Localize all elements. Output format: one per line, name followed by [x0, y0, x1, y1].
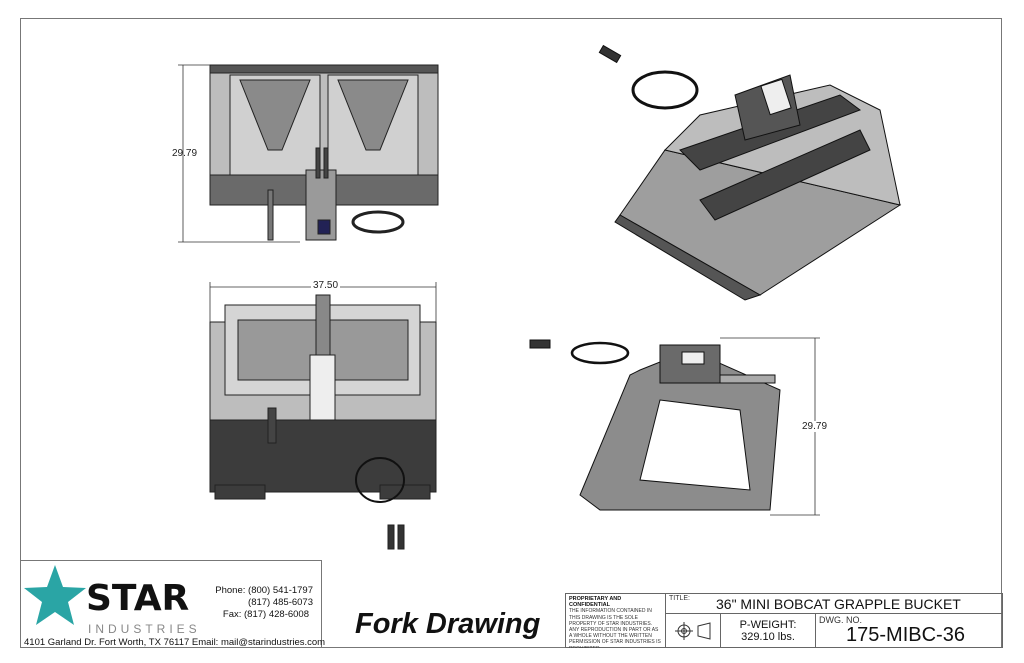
- top-view: [209, 294, 437, 550]
- drawing-frame: [20, 18, 1002, 648]
- dwg-number: 175-MIBC-36: [846, 624, 965, 646]
- front-view: [209, 64, 439, 241]
- front-height-dimension: [178, 64, 300, 243]
- title-cell: TITLE: 36" MINI BOBCAT GRAPPLE BUCKET: [666, 594, 1003, 614]
- proprietary-notice: PROPRIETARY AND CONFIDENTIAL THE INFORMA…: [566, 594, 666, 648]
- address: 4101 Garland Dr. Fort Worth, TX 76117 Em…: [24, 637, 326, 648]
- weight-label: P-WEIGHT:: [739, 619, 797, 631]
- company-name: STAR: [86, 578, 190, 619]
- third-angle-projection-icon: [675, 622, 711, 640]
- weight-cell: P-WEIGHT: 329.10 lbs.: [721, 614, 816, 648]
- title-block: PROPRIETARY AND CONFIDENTIAL THE INFORMA…: [565, 593, 1003, 648]
- proprietary-heading: PROPRIETARY AND CONFIDENTIAL: [569, 596, 622, 609]
- side-view: [529, 339, 781, 511]
- phone-1: Phone: (800) 541-1797: [215, 585, 313, 596]
- company-logo-block: STAR INDUSTRIES Phone: (800) 541-1797 (8…: [20, 560, 326, 648]
- weight-value: 329.10 lbs.: [741, 631, 795, 643]
- fax: Fax: (817) 428-6008: [222, 609, 309, 620]
- drawing-title: 36" MINI BOBCAT GRAPPLE BUCKET: [716, 596, 961, 612]
- top-width-dim: 37.50: [311, 280, 341, 291]
- title-label: TITLE:: [669, 595, 691, 602]
- projection-cell: [666, 614, 721, 648]
- dwg-cell: DWG. NO. 175-MIBC-36: [816, 614, 1003, 648]
- company-sub: INDUSTRIES: [88, 622, 201, 636]
- front-height-dim: 29.79: [172, 148, 198, 159]
- dwg-label: DWG. NO.: [819, 615, 862, 625]
- phone-2: (817) 485-6073: [248, 597, 313, 608]
- star-logo-icon: [24, 565, 86, 625]
- side-height-dim: 29.79: [800, 421, 830, 432]
- drawing-label: Fork Drawing: [355, 608, 541, 640]
- proprietary-text: THE INFORMATION CONTAINED IN THIS DRAWIN…: [569, 608, 661, 648]
- isometric-view: [598, 44, 902, 301]
